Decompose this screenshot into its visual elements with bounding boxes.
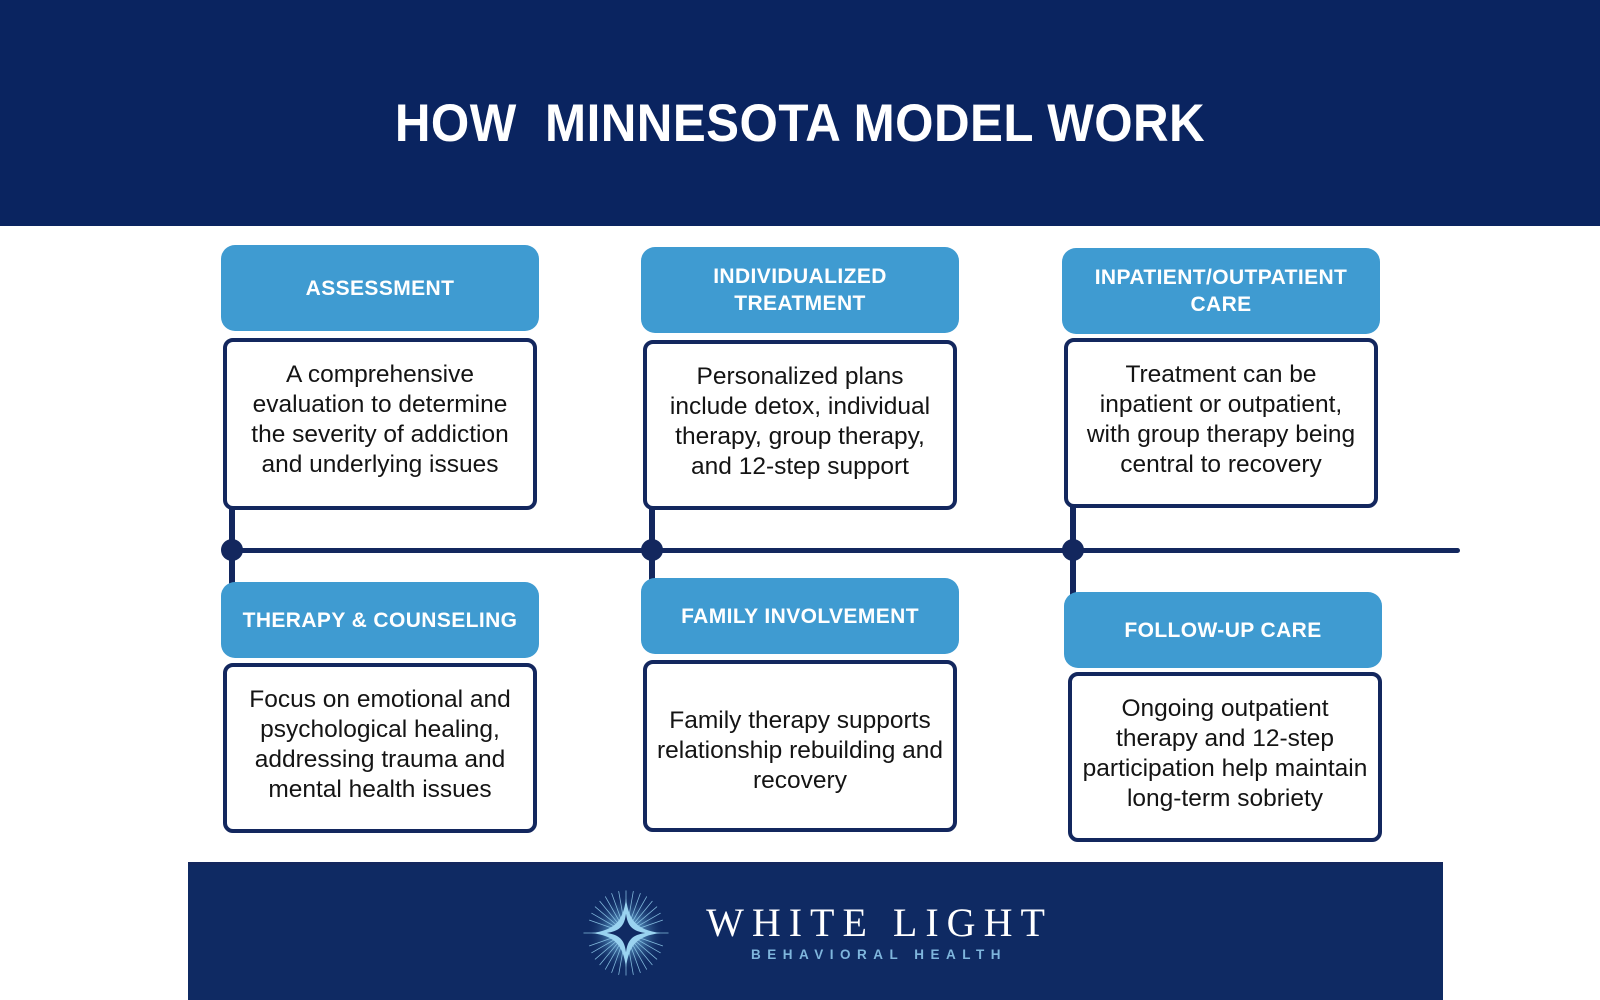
page-title: HOW MINNESOTA MODEL WORK (394, 94, 1206, 153)
card-follow-up-care-header: FOLLOW-UP CARE (1064, 592, 1382, 668)
card-family-involvement-header: FAMILY INVOLVEMENT (641, 578, 959, 654)
timeline-stem-top-1 (229, 505, 235, 553)
card-inpatient-outpatient-care-title: INPATIENT/OUTPATIENT CARE (1094, 266, 1348, 316)
brand-tagline: BEHAVIORAL HEALTH (750, 947, 1007, 962)
footer-logo-text: WHITE LIGHT BEHAVIORAL HEALTH (698, 901, 1053, 965)
card-inpatient-outpatient-care-body: Treatment can be inpatient or outpatient… (1064, 338, 1378, 508)
card-individualized-treatment-body: Personalized plans include detox, indivi… (643, 340, 957, 510)
card-family-involvement-title: FAMILY INVOLVEMENT (681, 604, 919, 628)
card-assessment-header: ASSESSMENT (221, 245, 539, 331)
timeline-dot-2 (641, 539, 663, 561)
card-individualized-treatment-title: INDIVIDUALIZED TREATMENT (713, 265, 887, 315)
card-assessment-title: ASSESSMENT (305, 276, 455, 300)
timeline-stem-bottom-2 (649, 548, 655, 590)
timeline-dot-1 (221, 539, 243, 561)
timeline-stem-bottom-3 (1070, 548, 1076, 596)
card-therapy-and-counseling-header: THERAPY & COUNSELING (221, 582, 539, 658)
starburst-light-icon (578, 885, 674, 981)
timeline-dot-3 (1062, 539, 1084, 561)
timeline-stem-top-2 (649, 505, 655, 553)
card-assessment-body: A comprehensive evaluation to determine … (223, 338, 537, 510)
card-follow-up-care-body: Ongoing outpatient therapy and 12-step p… (1068, 672, 1382, 842)
timeline-line (231, 548, 1460, 553)
card-therapy-and-counseling-title: THERAPY & COUNSELING (242, 608, 518, 632)
header-band (0, 0, 1600, 226)
footer-band (188, 862, 1443, 1000)
timeline-stem-bottom-1 (229, 548, 235, 590)
card-therapy-and-counseling-body: Focus on emotional and psychological hea… (223, 663, 537, 833)
card-inpatient-outpatient-care-header: INPATIENT/OUTPATIENT CARE (1062, 248, 1380, 334)
card-individualized-treatment-header: INDIVIDUALIZED TREATMENT (641, 247, 959, 333)
card-follow-up-care-title: FOLLOW-UP CARE (1124, 618, 1322, 642)
card-family-involvement-body: Family therapy supports relationship reb… (643, 660, 957, 832)
brand-name: WHITE LIGHT (706, 900, 1053, 945)
footer-top-rule (188, 862, 1443, 865)
footer-logo: WHITE LIGHT BEHAVIORAL HEALTH (188, 862, 1443, 1000)
timeline-stem-top-3 (1070, 505, 1076, 553)
